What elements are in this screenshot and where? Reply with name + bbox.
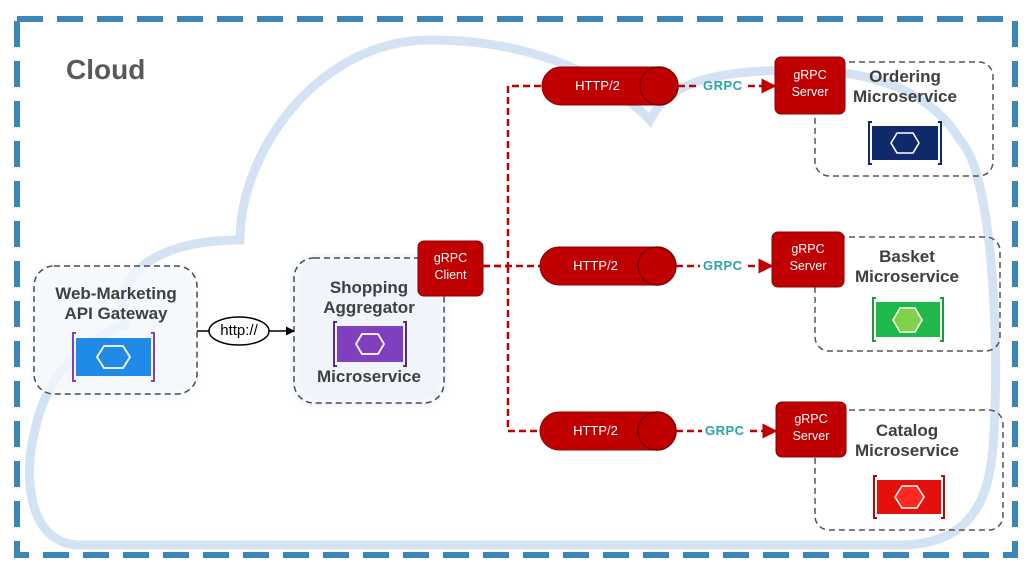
aggregator-label-line1: Shopping: [329, 278, 409, 297]
ordering-hexagon-icon: [868, 121, 942, 165]
catalog-hexagon-icon: [873, 475, 945, 519]
grpc-server-catalog-line1: gRPC: [794, 412, 828, 426]
grpc-server-ordering-line1: gRPC: [793, 68, 827, 82]
catalog-service-label: Catalog Microservice: [847, 421, 967, 462]
aggregator-label-bottom: Microservice: [317, 367, 421, 386]
basket-service-box: [814, 236, 1001, 352]
grpc-server-basket-line1: gRPC: [791, 242, 825, 256]
ordering-service-line1: Ordering: [869, 67, 941, 86]
grpc-client-line1: gRPC: [433, 251, 468, 265]
gateway-label-line2: API Gateway: [64, 304, 168, 324]
gateway-label-line1: Web-Marketing: [55, 284, 177, 303]
aggregator-hexagon-icon: [333, 321, 407, 367]
http2-pipe-catalog: [539, 411, 677, 451]
basket-service-line1: Basket: [879, 247, 935, 266]
grpc-label-catalog: GRPC: [705, 423, 745, 438]
gateway-label: Web-Marketing API Gateway: [36, 284, 196, 325]
http2-label-ordering: HTTP/2: [575, 78, 620, 93]
http2-label-basket: HTTP/2: [573, 258, 618, 273]
cloud-boundary-frame: [14, 16, 1018, 558]
aggregator-label-line2: Aggregator: [323, 298, 415, 318]
grpc-label-basket: GRPC: [703, 258, 743, 273]
ordering-service-box: [814, 61, 994, 177]
ordering-service-line2: Microservice: [853, 87, 957, 107]
grpc-client-line2: Client: [434, 267, 467, 282]
basket-service-line2: Microservice: [855, 267, 959, 287]
catalog-service-line2: Microservice: [855, 441, 959, 461]
grpc-server-label-ordering: gRPC Server: [775, 67, 845, 101]
grpc-server-label-catalog: gRPC Server: [776, 411, 846, 445]
basket-service-label: Basket Microservice: [847, 247, 967, 288]
grpc-server-box-basket: [771, 231, 845, 288]
grpc-server-ordering-line2: Server: [791, 84, 829, 99]
http-link-label: http://: [220, 322, 258, 339]
basket-hexagon-icon: [872, 297, 944, 342]
http2-label-catalog: HTTP/2: [573, 423, 618, 438]
grpc-server-box-ordering: [774, 56, 846, 115]
gateway-hexagon-icon: [72, 332, 155, 382]
grpc-server-box-catalog: [775, 401, 847, 458]
cloud-title: Cloud: [66, 54, 146, 85]
grpc-label-ordering: GRPC: [703, 78, 743, 93]
grpc-server-label-basket: gRPC Server: [772, 241, 844, 275]
grpc-server-basket-line2: Server: [789, 258, 827, 273]
ordering-service-label: Ordering Microservice: [845, 67, 965, 108]
grpc-client-label: gRPC Client: [418, 250, 483, 284]
catalog-service-line1: Catalog: [875, 421, 939, 440]
grpc-server-catalog-line2: Server: [792, 428, 830, 443]
aggregator-label-top: Shopping Aggregator: [296, 278, 442, 319]
gateway-box: [33, 265, 198, 395]
catalog-service-box: [814, 409, 1004, 531]
grpc-client-box: [417, 240, 484, 297]
